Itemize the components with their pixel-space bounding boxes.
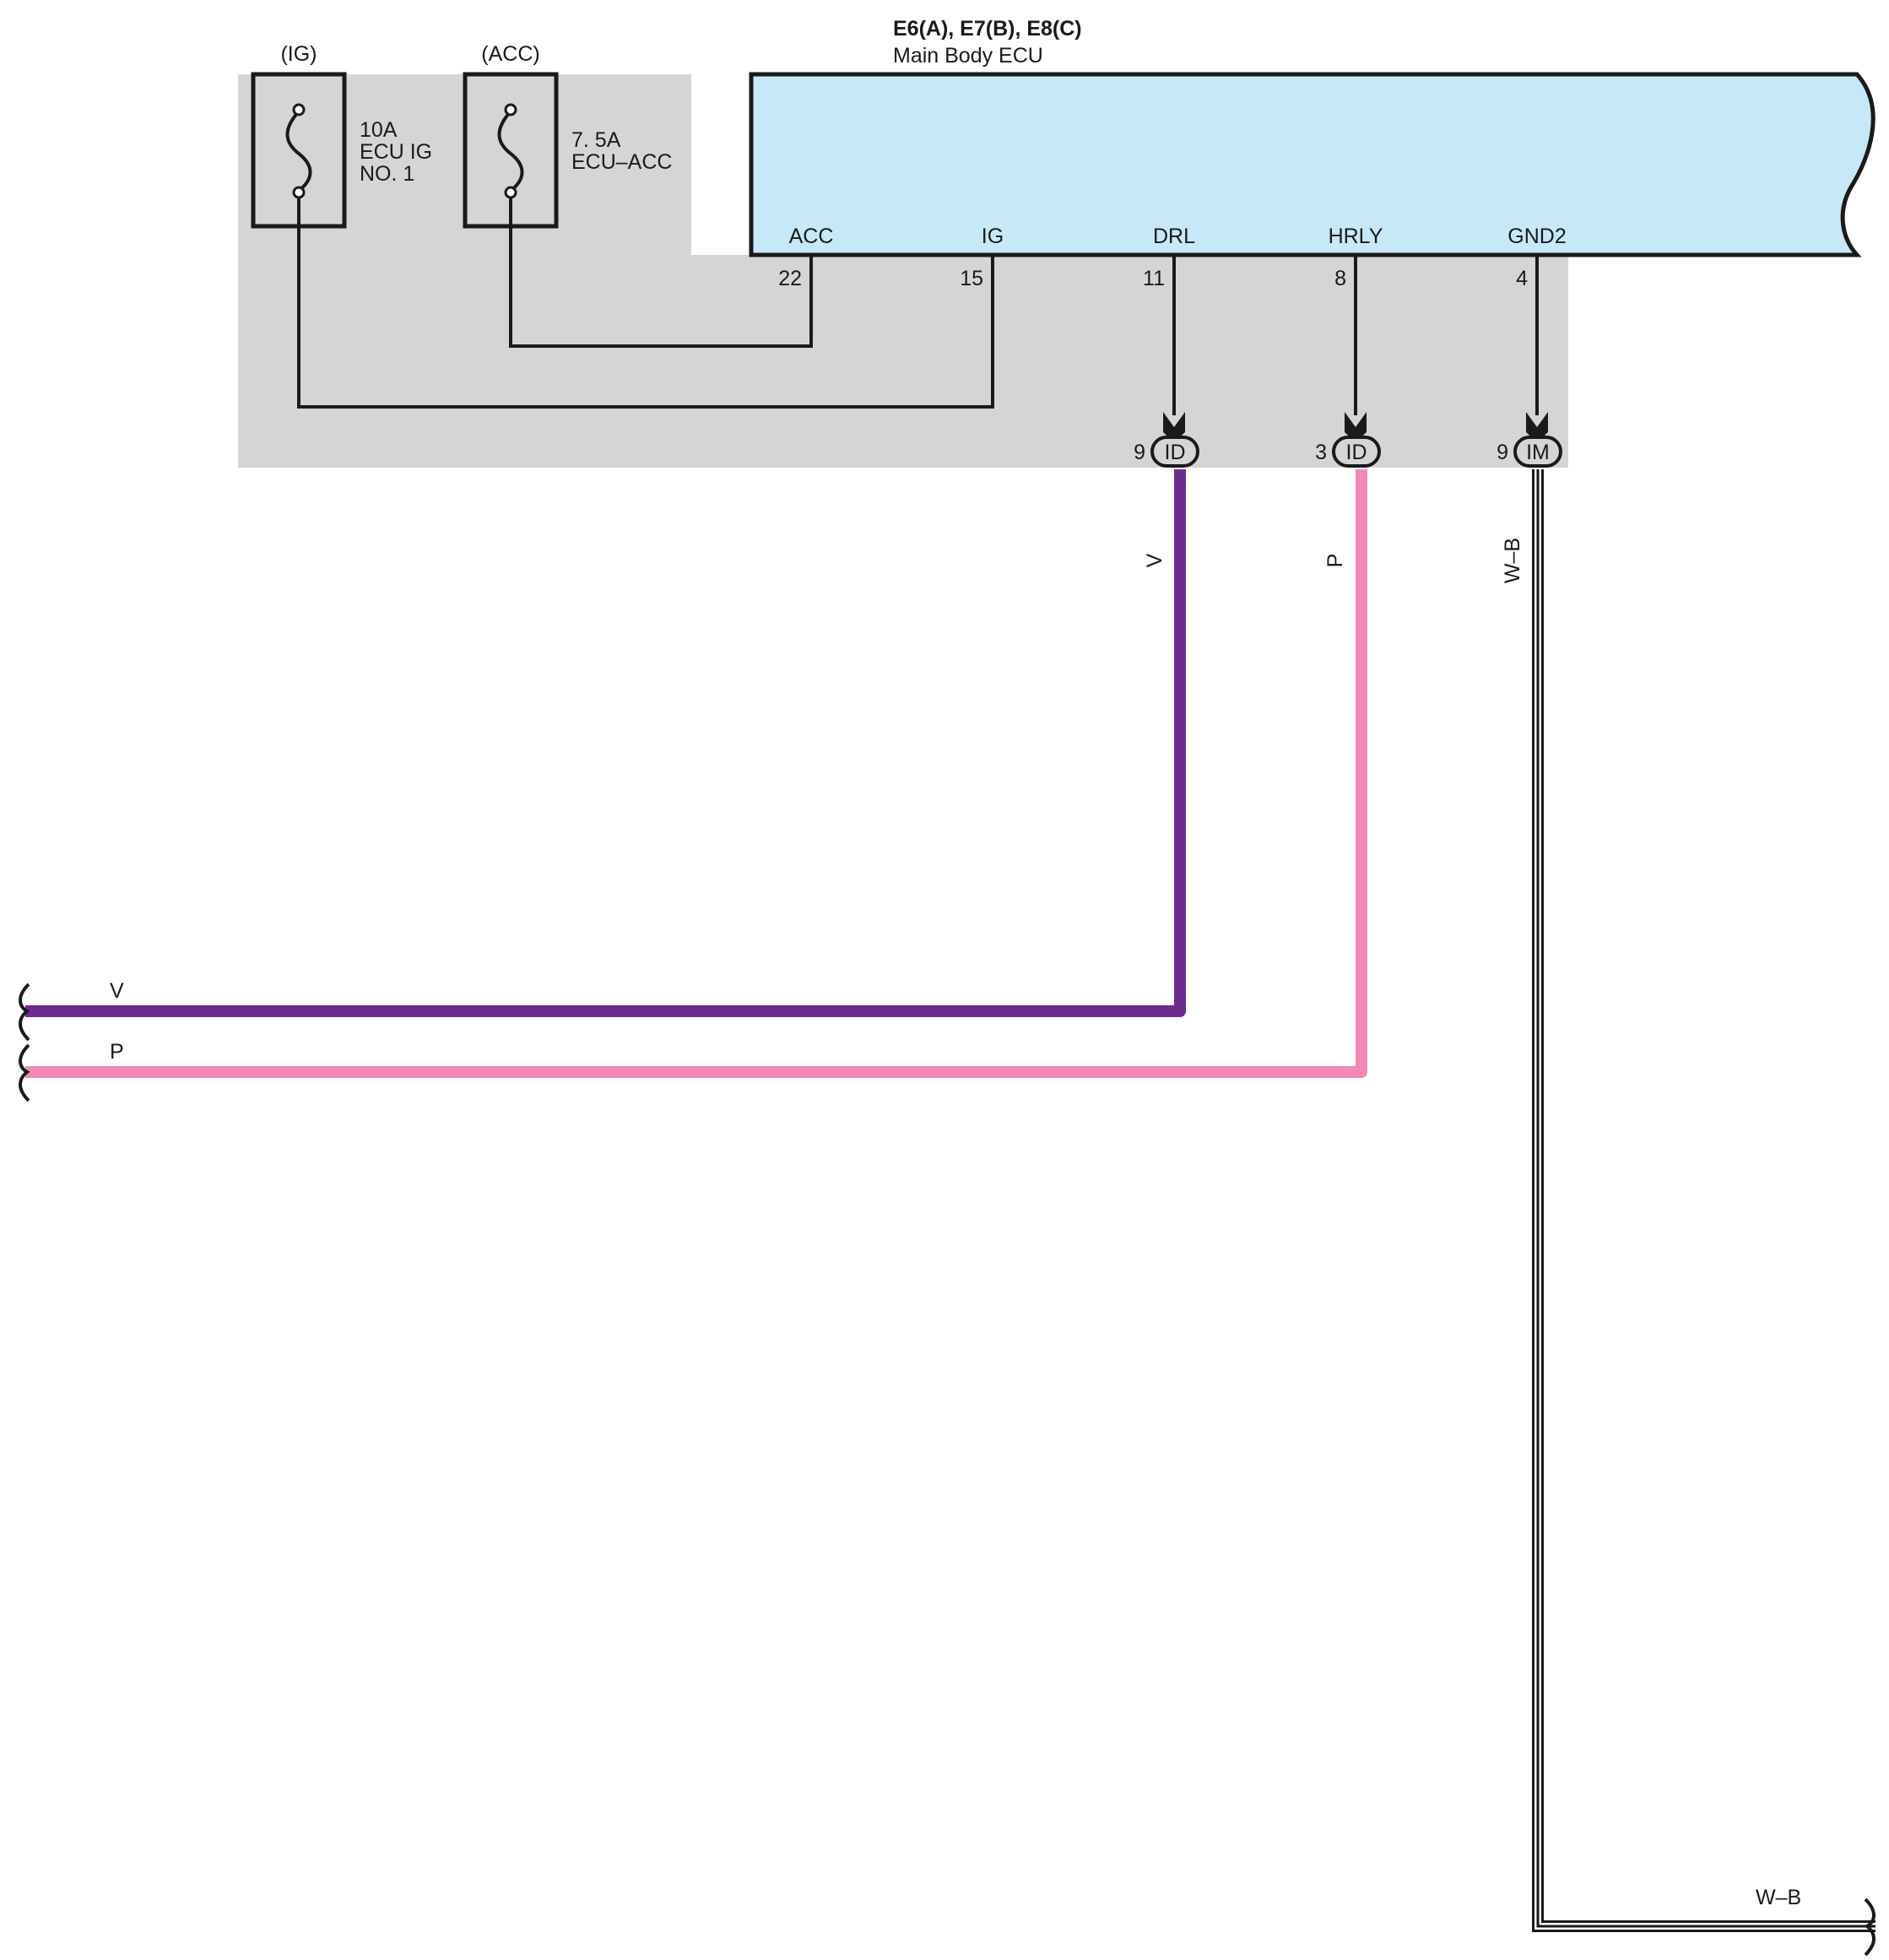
junction-pin-3: 9 (1497, 441, 1508, 464)
gnd2-arrow-icon (1526, 412, 1548, 442)
fuse-ig-rating: 10A (360, 118, 398, 142)
ecu-name: Main Body ECU (893, 44, 1043, 68)
wire-v-label-vertical: V (1143, 553, 1166, 567)
junction-pin-1: 9 (1134, 441, 1145, 464)
junction-pin-2: 3 (1315, 441, 1327, 464)
wire-p-label-vertical: P (1323, 554, 1347, 568)
pin-number-hrly: 8 (1334, 267, 1346, 290)
pin-number-gnd2: 4 (1516, 267, 1528, 290)
ecu-box (749, 72, 1875, 257)
pin-number-drl: 11 (1143, 267, 1165, 290)
junction-code-3: IM (1526, 441, 1550, 464)
fuse-acc-rating: 7. 5A (571, 128, 621, 152)
fuse-acc-terminal-top (504, 103, 517, 116)
drl-arrow-icon (1163, 412, 1185, 442)
fuse-ig-name-line2: NO. 1 (360, 162, 414, 186)
junction-connector-1 (1150, 436, 1199, 468)
fuse-ig-source: (IG) (280, 42, 317, 66)
wire-wb-inner (1534, 469, 1875, 1930)
junction-connector-2 (1332, 436, 1381, 468)
break-mark-wb-icon (1864, 1898, 1875, 1957)
junction-code-2: ID (1346, 441, 1367, 464)
hrly-arrow-icon (1345, 412, 1367, 442)
wire-wb-label-vertical: W–B (1501, 538, 1524, 583)
fuse-acc-terminal-bottom (504, 186, 517, 199)
fuse-ig-terminal-top (292, 103, 306, 116)
terminal-label-hrly: HRLY (1329, 225, 1383, 248)
wire-p (25, 469, 1367, 1078)
wire-v-label-horizontal: V (110, 979, 124, 1003)
break-mark-v-icon (19, 983, 30, 1042)
fuse-acc-source: (ACC) (481, 42, 539, 66)
junction-connector-3 (1513, 436, 1562, 468)
wire-wb-outer (1532, 469, 1875, 1932)
break-mark-p-icon (19, 1043, 30, 1102)
pin-number-ig: 15 (960, 267, 983, 290)
terminal-label-acc: ACC (789, 225, 834, 248)
jb-wire-acc (509, 198, 813, 348)
fuse-acc-symbol (497, 110, 524, 192)
ecu-connector-ids: E6(A), E7(B), E8(C) (893, 17, 1082, 41)
terminal-label-drl: DRL (1153, 225, 1195, 248)
fuse-ig-name-line1: ECU IG (360, 140, 432, 164)
wire-wb-center (1536, 469, 1875, 1928)
fuse-acc-name-line1: ECU–ACC (571, 150, 672, 174)
fuse-ig-symbol (285, 110, 312, 192)
terminal-label-ig: IG (982, 225, 1004, 248)
junction-block-area (238, 74, 1568, 468)
terminal-label-gnd2: GND2 (1507, 225, 1566, 248)
fuse-ig-terminal-bottom (292, 186, 306, 199)
jb-wire-ig (297, 198, 994, 409)
wire-v (25, 469, 1186, 1017)
wire-p-label-horizontal: P (110, 1040, 124, 1064)
pin-number-acc: 22 (778, 267, 802, 290)
wire-wb-label-horizontal: W–B (1756, 1886, 1801, 1909)
junction-code-1: ID (1165, 441, 1186, 464)
